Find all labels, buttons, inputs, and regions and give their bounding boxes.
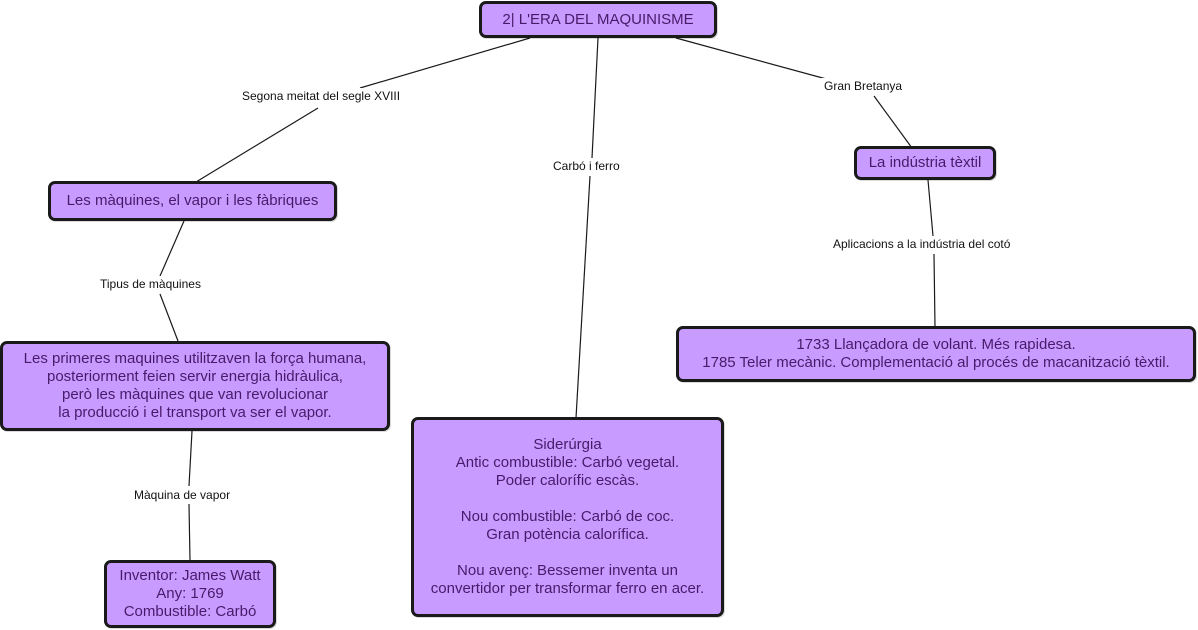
node-root[interactable]: 2| L'ERA DEL MAQUINISME <box>479 1 717 38</box>
link-label-aplicacions: Aplicacions a la indústria del cotó <box>830 236 1014 252</box>
node-inventor-line-3: Combustible: Carbó <box>123 603 257 620</box>
link-label-gran: Gran Bretanya <box>821 78 906 94</box>
line-carbo-siderurgia <box>575 175 591 419</box>
node-maquines-line-1: Les màquines, el vapor i les fàbriques <box>66 192 319 209</box>
link-label-tipus: Tipus de màquines <box>97 276 204 292</box>
node-llancadora-line-1: 1733 Llançadora de volant. Més rapidesa. <box>796 336 1076 353</box>
line-gran-textil <box>873 95 913 149</box>
line-root-segona <box>359 37 531 89</box>
line-root-gran <box>675 37 831 81</box>
node-primeres-line-3: però les màquines que van revolucionar <box>62 386 328 403</box>
node-llancadora[interactable]: 1733 Llançadora de volant. Més rapidesa.… <box>676 326 1196 382</box>
node-inventor-line-1: Inventor: James Watt <box>119 567 261 584</box>
node-maquines[interactable]: Les màquines, el vapor i les fàbriques <box>48 181 337 221</box>
line-tipus-primeres <box>159 293 179 342</box>
node-inventor-line-2: Any: 1769 <box>156 585 224 602</box>
node-siderurgia-line-2: Antic combustible: Carbó vegetal. <box>455 454 680 471</box>
line-segona-maquines <box>195 107 319 183</box>
line-textil-aplicacions <box>927 179 934 237</box>
node-primeres-line-1: Les primeres maquines utilitzaven la for… <box>23 350 367 367</box>
node-siderurgia-line-6: Gran potència calorífica. <box>486 526 649 543</box>
node-siderurgia-line-1: Siderúrgia <box>533 436 602 453</box>
line-maquines-tipus <box>159 220 185 277</box>
node-siderurgia-line-9: convertidor per transformar ferro en ace… <box>430 580 705 597</box>
line-primeres-vapor <box>188 430 193 487</box>
node-textil[interactable]: La indústria tèxtil <box>854 146 996 180</box>
line-root-carbo <box>591 37 599 159</box>
link-label-carbo: Carbó i ferro <box>550 158 623 174</box>
node-textil-line-1: La indústria tèxtil <box>868 154 982 171</box>
link-label-segona: Segona meitat del segle XVIII <box>239 88 404 104</box>
node-primeres-line-2: posteriorment feien servir energia hidrà… <box>47 368 343 385</box>
node-llancadora-line-2: 1785 Teler mecànic. Complementació al pr… <box>702 354 1170 371</box>
node-siderurgia-line-8: Nou avenç: Bessemer inventa un <box>457 562 678 579</box>
line-aplicacions-llancadora <box>933 253 936 328</box>
node-siderurgia-line-3: Poder calorífic escàs. <box>495 472 640 489</box>
node-primeres-line-4: la producció i el transport va ser el va… <box>58 404 332 421</box>
node-siderurgia-line-4 <box>565 490 569 508</box>
node-root-line-1: 2| L'ERA DEL MAQUINISME <box>502 10 694 28</box>
node-primeres[interactable]: Les primeres maquines utilitzaven la for… <box>0 341 390 431</box>
node-siderurgia-line-7 <box>565 544 569 562</box>
line-vapor-inventor <box>188 503 191 562</box>
link-label-vapor: Màquina de vapor <box>131 487 234 503</box>
node-siderurgia-line-5: Nou combustible: Carbó de coc. <box>460 508 675 525</box>
